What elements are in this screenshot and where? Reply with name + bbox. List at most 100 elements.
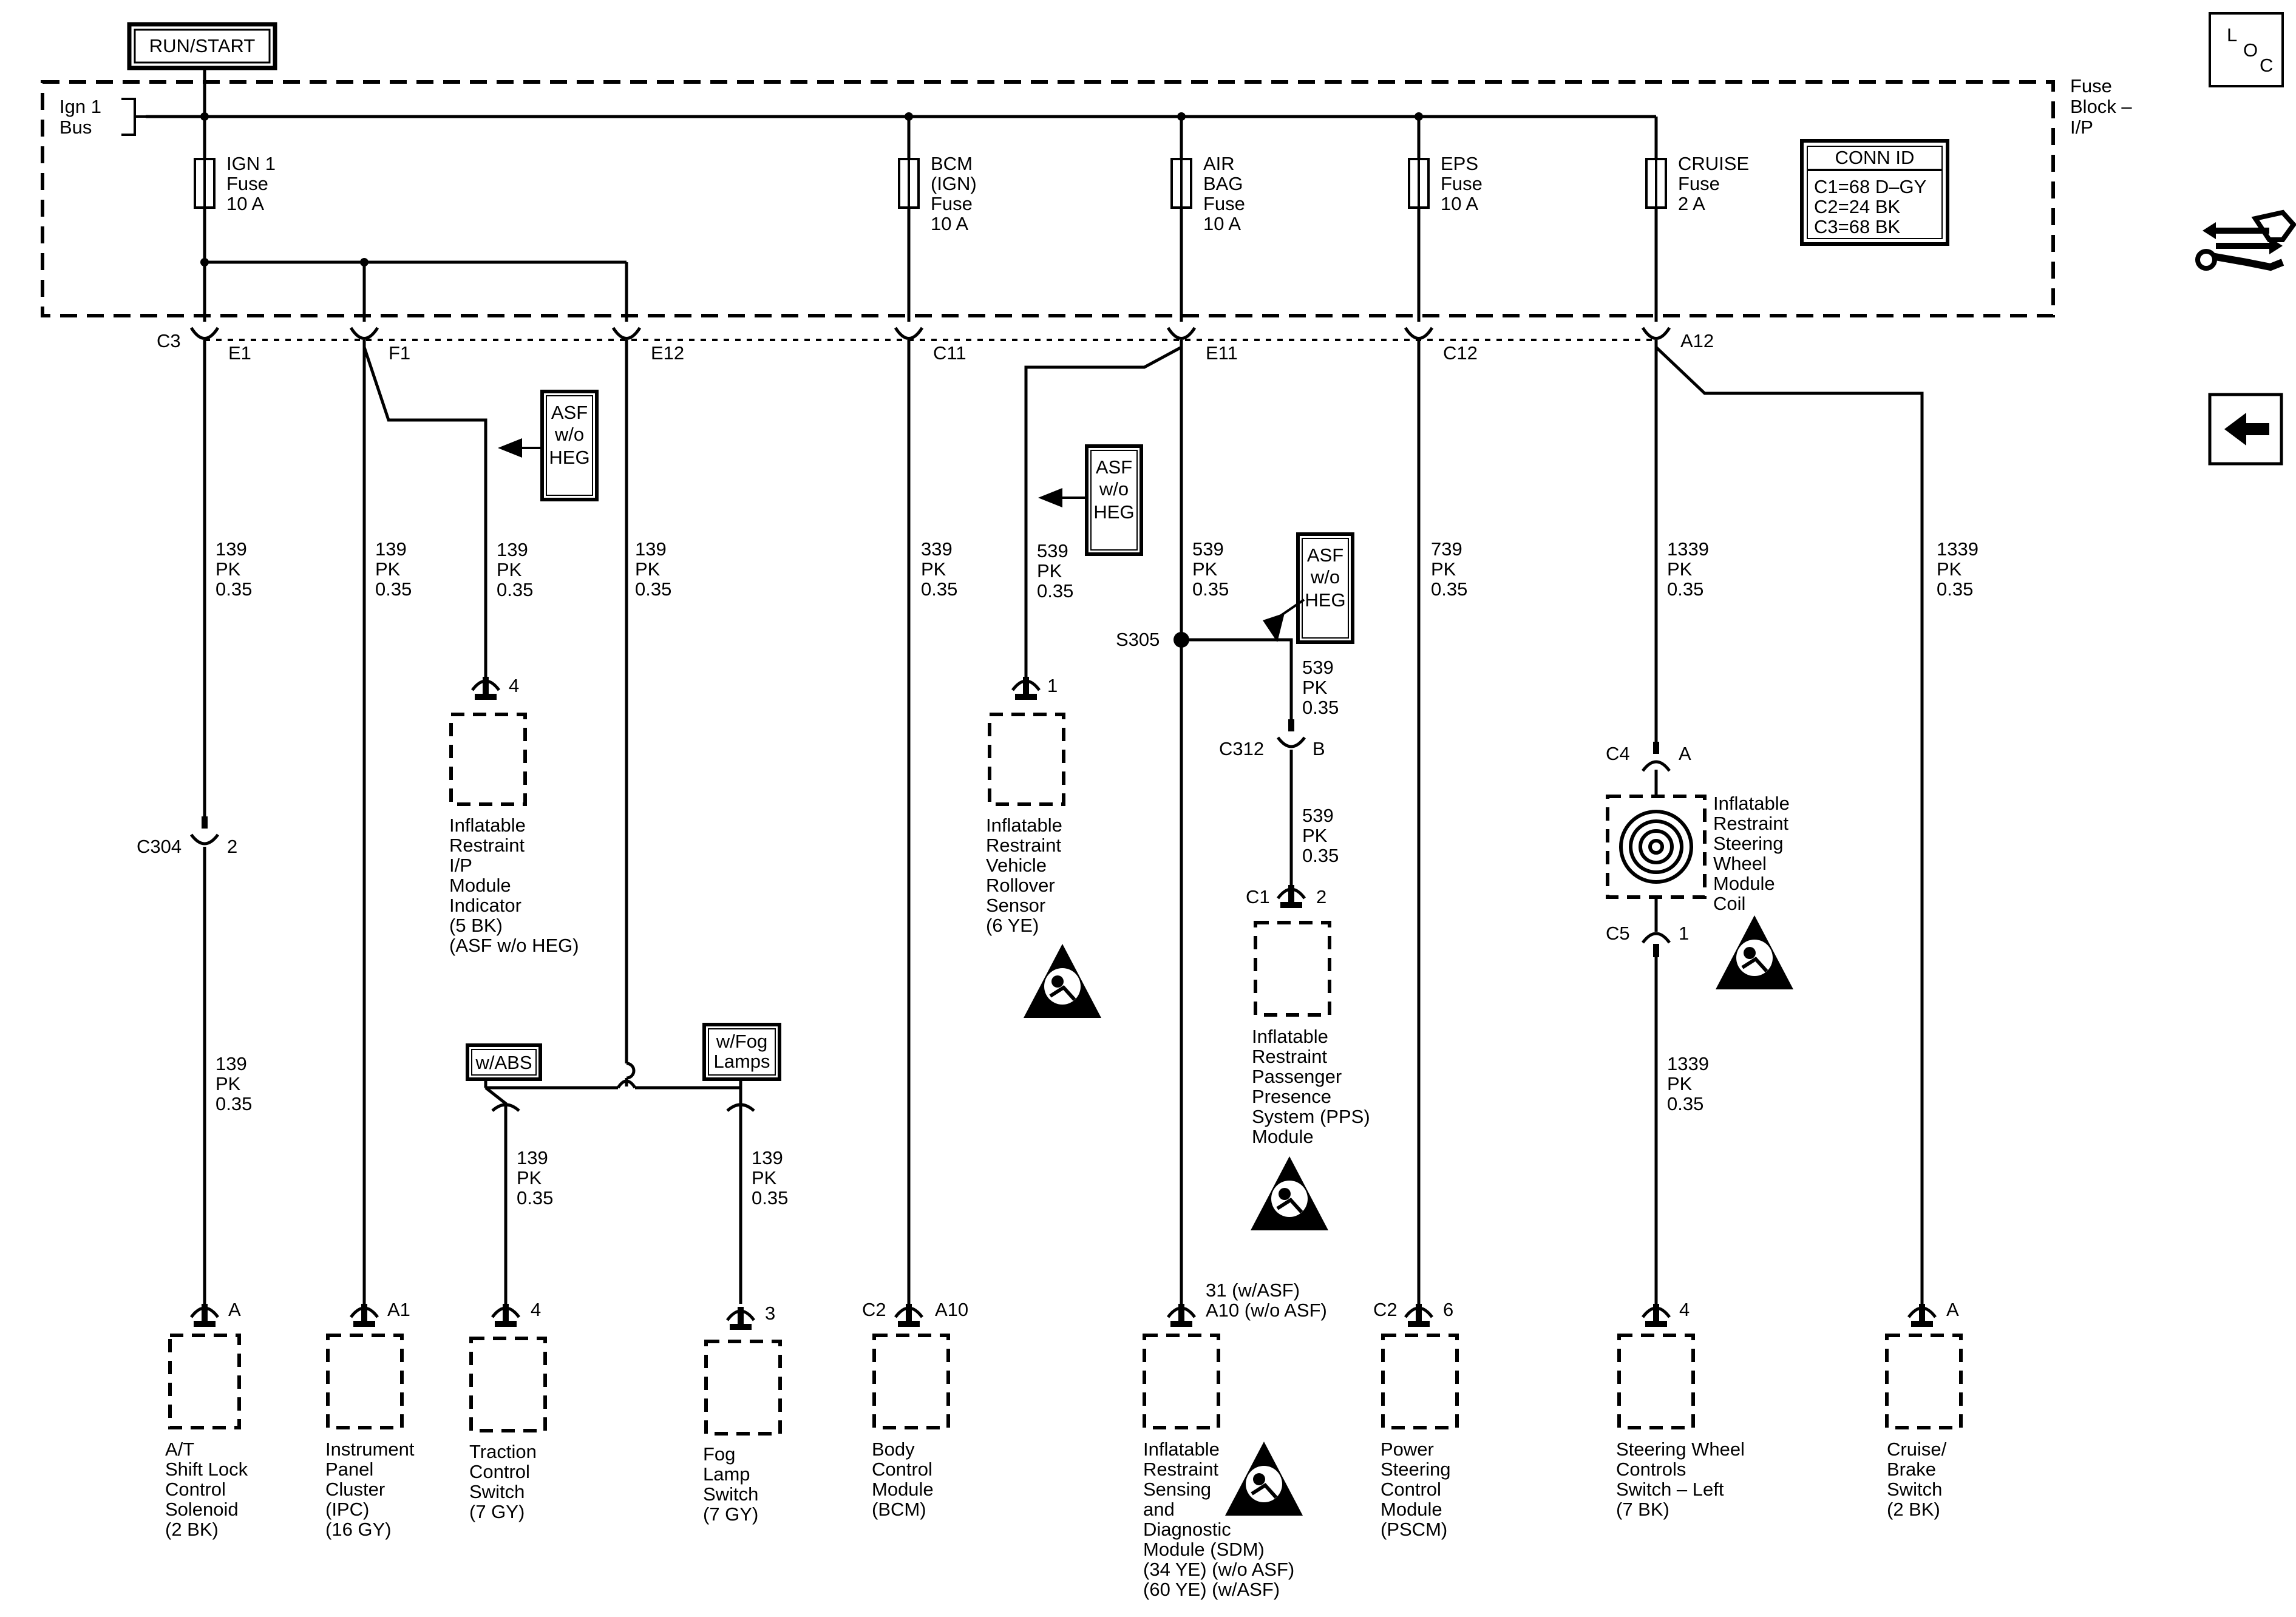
svg-text:Fuse: Fuse xyxy=(226,173,268,194)
svg-text:Module: Module xyxy=(872,1479,934,1500)
svg-text:C304: C304 xyxy=(137,836,182,857)
svg-text:10 A: 10 A xyxy=(931,213,968,234)
svg-text:2: 2 xyxy=(227,836,237,857)
svg-text:Cluster: Cluster xyxy=(325,1479,385,1500)
svg-text:10 A: 10 A xyxy=(1441,193,1478,214)
svg-text:PK: PK xyxy=(1431,558,1456,580)
svg-text:Lamp: Lamp xyxy=(703,1463,750,1485)
circuit-abs-fog: 139 PK 0.35 139 PK 0.35 139 PK 0.35 xyxy=(484,340,788,1304)
svg-text:Diagnostic: Diagnostic xyxy=(1143,1519,1231,1540)
abs-option-box: w/ABS xyxy=(466,1043,542,1081)
svg-text:C1=68 D–GY: C1=68 D–GY xyxy=(1814,176,1926,197)
svg-text:539: 539 xyxy=(1302,805,1334,826)
svg-text:w/o: w/o xyxy=(554,424,584,445)
airbag-fuse: AIR BAG Fuse 10 A xyxy=(1170,117,1245,322)
svg-text:BCM: BCM xyxy=(931,153,973,174)
svg-text:S305: S305 xyxy=(1116,629,1160,650)
svg-text:Module (SDM): Module (SDM) xyxy=(1143,1539,1265,1560)
clockspring-coil xyxy=(1606,795,1707,899)
svg-text:Control: Control xyxy=(165,1479,226,1500)
svg-text:E12: E12 xyxy=(651,342,684,364)
svg-text:C2: C2 xyxy=(1373,1299,1398,1320)
svg-text:Bus: Bus xyxy=(59,117,92,138)
back-button[interactable] xyxy=(2208,393,2283,466)
svg-text:0.35: 0.35 xyxy=(1667,578,1703,600)
svg-text:0.35: 0.35 xyxy=(921,578,957,600)
fog-lamp-switch: 3 Fog Lamp Switch (7 GY) xyxy=(703,1303,782,1525)
svg-text:Module: Module xyxy=(449,875,511,896)
svg-text:Lamps: Lamps xyxy=(713,1051,770,1072)
svg-text:PK: PK xyxy=(216,1073,241,1094)
svg-text:Switch: Switch xyxy=(703,1483,758,1505)
svg-text:Fuse: Fuse xyxy=(2070,75,2112,97)
svg-text:Traction: Traction xyxy=(469,1441,537,1462)
svg-text:w/o: w/o xyxy=(1099,478,1129,500)
svg-text:A10 (w/o ASF): A10 (w/o ASF) xyxy=(1206,1300,1327,1321)
svg-text:PK: PK xyxy=(752,1167,777,1188)
circuit-rollover: 539 PK 0.35 xyxy=(1024,345,1183,677)
svg-text:(PSCM): (PSCM) xyxy=(1381,1519,1447,1540)
loc-button[interactable]: L O C xyxy=(2209,12,2284,87)
svg-text:HEG: HEG xyxy=(1093,501,1134,523)
fog-option-box: w/Fog Lamps xyxy=(702,1023,781,1081)
svg-text:C: C xyxy=(2260,55,2273,76)
svg-text:PK: PK xyxy=(1302,825,1328,846)
svg-text:1339: 1339 xyxy=(1937,538,1978,560)
svg-text:A: A xyxy=(1946,1299,1959,1320)
svg-text:739: 739 xyxy=(1431,538,1462,560)
svg-text:PK: PK xyxy=(1302,677,1328,698)
svg-text:Fuse: Fuse xyxy=(931,193,973,214)
svg-text:Panel: Panel xyxy=(325,1459,373,1480)
svg-text:(34 YE) (w/o ASF): (34 YE) (w/o ASF) xyxy=(1143,1559,1294,1580)
svg-text:0.35: 0.35 xyxy=(1937,578,1973,600)
svg-text:4: 4 xyxy=(509,675,519,696)
ign1-fuse: IGN 1 Fuse 10 A xyxy=(194,117,276,322)
svg-text:CONN ID: CONN ID xyxy=(1835,147,1915,168)
svg-text:139: 139 xyxy=(517,1147,548,1168)
svg-text:Body: Body xyxy=(872,1439,915,1460)
svg-text:B: B xyxy=(1313,738,1325,759)
svg-text:Instrument: Instrument xyxy=(325,1439,415,1460)
svg-text:Fuse: Fuse xyxy=(1441,173,1483,194)
cruise-brake-switch: A Cruise/ Brake Switch (2 BK) xyxy=(1885,1299,1963,1520)
svg-text:Inflatable: Inflatable xyxy=(1252,1026,1328,1047)
svg-text:Module: Module xyxy=(1713,873,1775,894)
svg-text:Cruise/: Cruise/ xyxy=(1887,1439,1947,1460)
svg-text:w/Fog: w/Fog xyxy=(716,1031,767,1052)
svg-text:Ign 1: Ign 1 xyxy=(59,96,101,117)
traction-switch: 4 Traction Control Switch (7 GY) xyxy=(469,1299,547,1522)
pps-module: C1 2 Inflatable Restraint Passenger Pres… xyxy=(1246,885,1370,1147)
ip-module-indicator: 4 Inflatable Restraint I/P Module Indica… xyxy=(449,675,579,956)
svg-text:139: 139 xyxy=(216,1053,247,1074)
svg-text:w/o: w/o xyxy=(1310,566,1340,588)
svg-text:6: 6 xyxy=(1443,1299,1453,1320)
svg-text:0.35: 0.35 xyxy=(1302,845,1339,866)
connector-swap-button[interactable] xyxy=(2195,209,2296,271)
coil-label: Inflatable Restraint Steering Wheel Modu… xyxy=(1713,793,1790,914)
svg-text:0.35: 0.35 xyxy=(752,1187,788,1209)
svg-text:0.35: 0.35 xyxy=(517,1187,553,1209)
bcm-module: C2 A10 Body Control Module (BCM) xyxy=(862,1299,968,1520)
svg-text:139: 139 xyxy=(497,539,528,560)
svg-text:Sensor: Sensor xyxy=(986,895,1045,916)
shift-lock-solenoid: A A/T Shift Lock Control Solenoid (2 BK) xyxy=(165,1299,248,1540)
circuit-bcm: 339 PK 0.35 xyxy=(907,340,957,1304)
svg-text:Restraint: Restraint xyxy=(1143,1459,1218,1480)
svg-text:10 A: 10 A xyxy=(226,193,264,214)
svg-text:Rollover: Rollover xyxy=(986,875,1055,896)
fuse-block-label: Fuse Block – I/P xyxy=(2070,75,2132,138)
back-arrow-icon xyxy=(2224,413,2269,446)
svg-text:L: L xyxy=(2227,24,2237,46)
svg-text:0.35: 0.35 xyxy=(1192,578,1229,600)
svg-text:I/P: I/P xyxy=(449,855,472,876)
svg-text:(7 GY): (7 GY) xyxy=(703,1503,758,1525)
svg-text:A12: A12 xyxy=(1680,330,1714,351)
svg-text:1339: 1339 xyxy=(1667,1053,1709,1074)
svg-text:Indicator: Indicator xyxy=(449,895,521,916)
svg-text:Solenoid: Solenoid xyxy=(165,1499,239,1520)
svg-text:(16 GY): (16 GY) xyxy=(325,1519,392,1540)
svg-text:0.35: 0.35 xyxy=(1302,697,1339,718)
svg-text:Switch: Switch xyxy=(1887,1479,1942,1500)
svg-text:539: 539 xyxy=(1302,657,1334,678)
